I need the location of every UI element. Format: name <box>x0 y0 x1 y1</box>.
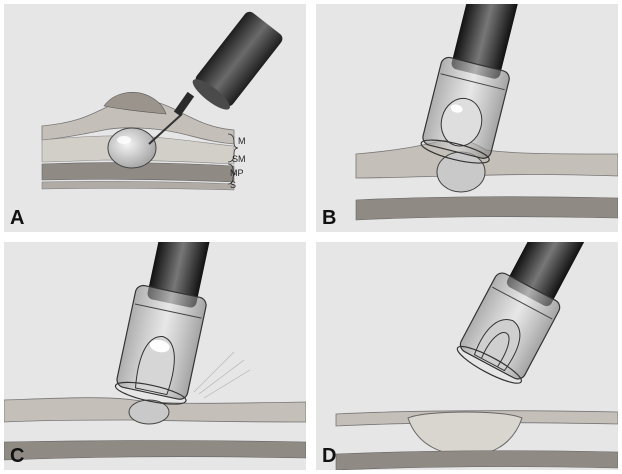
panel-a: M SM MP S A <box>4 4 306 232</box>
layer-label-sm: SM <box>232 154 246 164</box>
endoscope-tip <box>189 9 285 114</box>
muscularis-layer <box>4 441 306 461</box>
panel-b-illustration <box>316 4 618 232</box>
muscularis-layer <box>356 197 618 220</box>
panel-d: D <box>316 242 618 470</box>
layer-label-mp: MP <box>230 168 244 178</box>
panel-label-a: A <box>10 207 24 230</box>
cap-endoscope <box>419 4 530 168</box>
resection-defect <box>408 412 522 456</box>
muscularis-layer <box>336 451 618 470</box>
panel-b: B <box>316 4 618 232</box>
cap-endoscope-withdrawn <box>454 242 605 389</box>
panel-c-illustration <box>4 242 306 470</box>
panel-d-illustration <box>316 242 618 470</box>
panel-label-d: D <box>322 445 336 468</box>
cap-endoscope <box>114 242 224 409</box>
layer-label-m: M <box>238 136 246 146</box>
panel-label-b: B <box>322 207 336 230</box>
panel-a-illustration: M SM MP S <box>4 4 306 232</box>
serosa-layer <box>42 181 234 190</box>
submucosal-cyst <box>108 128 156 168</box>
layer-label-s: S <box>230 180 236 190</box>
panel-c: C <box>4 242 306 470</box>
cyst <box>437 152 485 192</box>
panel-label-c: C <box>10 445 24 468</box>
